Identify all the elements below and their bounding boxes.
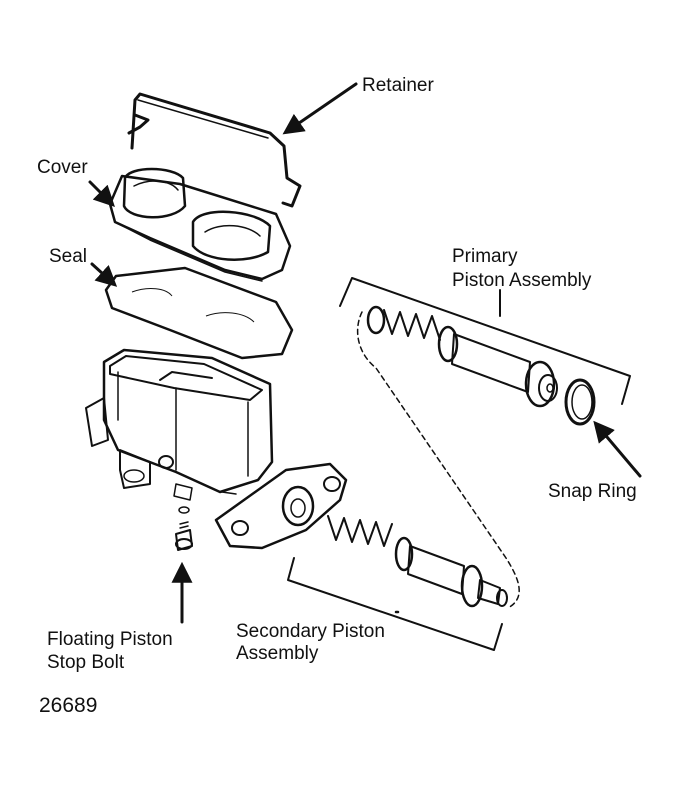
primary-piston-assembly-part: [366, 305, 558, 408]
label-seal: Seal: [49, 246, 87, 267]
cylinder-body: [85, 348, 274, 501]
figure-number: 26689: [39, 694, 97, 717]
label-primary-line1: Primary: [452, 246, 518, 267]
mounting-flange: [214, 462, 348, 550]
label-floating-line1: Floating Piston: [47, 629, 173, 650]
snap-ring-part: [564, 378, 596, 426]
seal-part: [104, 266, 294, 360]
assembly-phantom-line: [356, 311, 520, 609]
retainer-part: [127, 92, 302, 208]
cover-part: [108, 167, 292, 282]
seal-arrow: [90, 262, 118, 287]
label-floating-line2: Stop Bolt: [47, 652, 125, 673]
label-retainer: Retainer: [362, 75, 434, 96]
stop-bolt-part: [175, 506, 193, 551]
label-snap-ring: Snap Ring: [548, 481, 637, 502]
primary-assembly-bracket: [339, 277, 631, 405]
cover-arrow: [88, 180, 115, 207]
label-cover: Cover: [37, 157, 88, 178]
label-secondary-line1: Secondary Piston: [236, 621, 385, 642]
label-primary-line2: Piston Assembly: [452, 270, 592, 291]
label-secondary-line2: Assembly: [236, 643, 319, 664]
retainer-arrow: [282, 82, 358, 135]
secondary-piston-assembly-part: [327, 515, 508, 608]
snap-ring-arrow: [593, 420, 642, 478]
secondary-assembly-bracket: [287, 557, 503, 651]
